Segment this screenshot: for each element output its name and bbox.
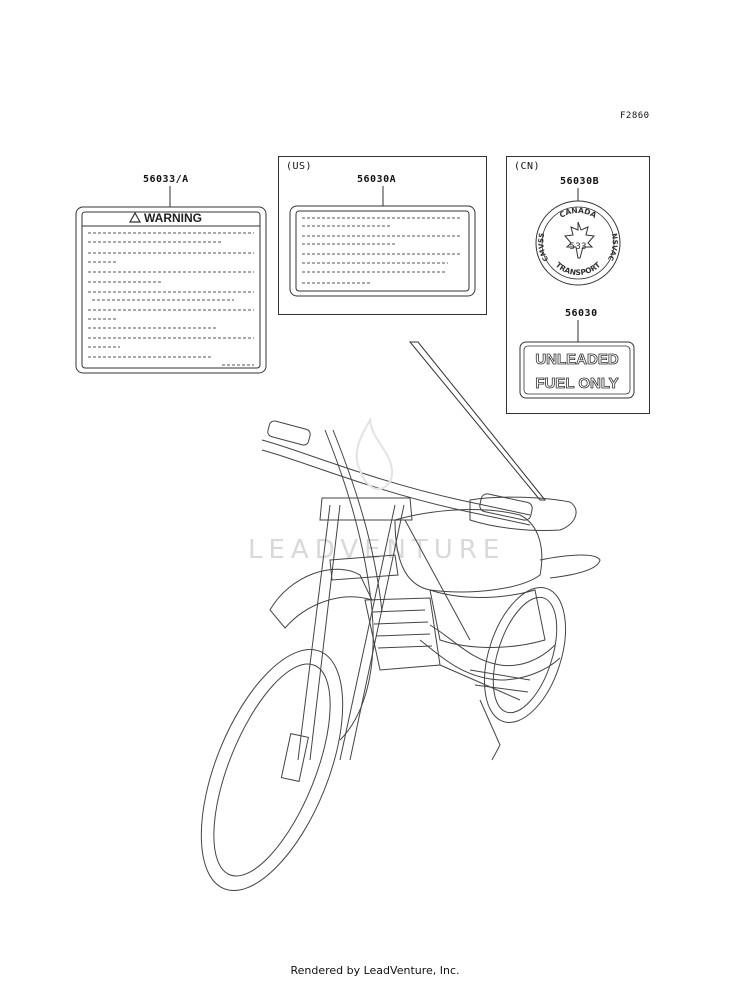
cn-region-tag: (CN) — [514, 161, 541, 172]
warning-triangle-icon — [128, 211, 142, 223]
us-label-part-number[interactable]: 56030A — [357, 174, 397, 185]
warning-heading: WARNING — [144, 211, 202, 225]
maple-leaf-icon — [564, 221, 595, 259]
us-region-tag: (US) — [286, 161, 313, 172]
footer-credit: Rendered by LeadVenture, Inc. — [290, 964, 460, 977]
seal-number: 533 — [569, 242, 586, 252]
label-location-pointer — [408, 341, 547, 501]
seal-top-text: CANADA — [558, 206, 598, 220]
unleaded-fuel-label[interactable] — [519, 341, 635, 399]
seal-part-number[interactable]: 56030B — [560, 176, 600, 187]
motorcycle-illustration — [200, 420, 601, 892]
cn-region-box — [506, 156, 650, 414]
us-region-box — [278, 156, 487, 315]
fuel-label-part-number[interactable]: 56030 — [565, 308, 598, 319]
fuel-label-line1: UNLEADED — [535, 351, 619, 368]
us-label[interactable] — [289, 205, 476, 297]
seal-right-text: NSVAC — [606, 233, 619, 262]
canada-transport-seal[interactable] — [535, 200, 621, 286]
figure-code: F2860 — [620, 111, 650, 121]
fuel-label-line2: FUEL ONLY — [535, 375, 618, 392]
watermark-flame-icon — [355, 416, 394, 490]
warning-part-number[interactable]: 56033/A — [143, 174, 189, 185]
warning-label[interactable] — [75, 206, 267, 374]
